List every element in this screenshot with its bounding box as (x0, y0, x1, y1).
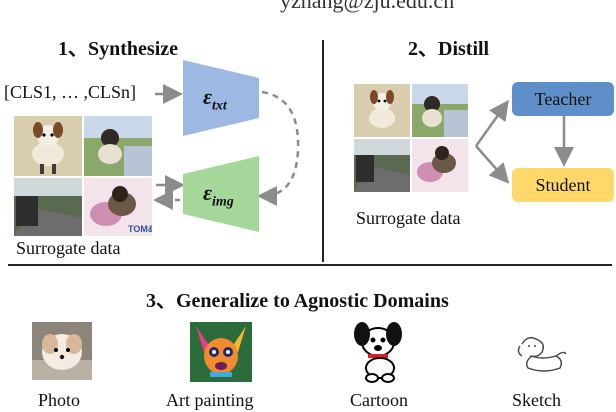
distill-title: 2、Distill (408, 38, 490, 60)
surrogate-image-dog-poster: TOM&D (84, 178, 152, 236)
vertical-divider (322, 40, 324, 262)
student-model-box: Student (512, 168, 614, 202)
surrogate-image-dog-park (84, 116, 152, 176)
horizontal-divider (8, 264, 612, 266)
surrogate-image-road (14, 178, 82, 236)
surrogate-data-caption-left: Surrogate data (16, 238, 121, 258)
generalize-title: 3、Generalize to Agnostic Domains (146, 290, 449, 312)
class-list-input-label: [CLS1, … ,CLSn] (4, 82, 137, 102)
domain-label-art-painting: Art painting (166, 390, 254, 410)
domain-label-photo: Photo (38, 390, 81, 410)
domain-label-cartoon: Cartoon (350, 390, 408, 410)
text-encoder-label: εtxt (203, 84, 227, 114)
image-encoder-label: εimg (203, 180, 234, 210)
surrogate-image-road (354, 139, 410, 192)
svg-text:TOM&D: TOM&D (128, 224, 152, 234)
header-email: yzhang@zju.edu.cn (280, 0, 455, 13)
image-encoder-block: εimg (183, 156, 259, 232)
text-encoder-block: εtxt (183, 60, 259, 136)
teacher-model-box: Teacher (512, 82, 614, 116)
surrogate-data-caption-right: Surrogate data (356, 208, 461, 228)
synthesize-title: 1、Synthesize (58, 38, 178, 60)
surrogate-image-dog-park (412, 84, 468, 137)
surrogate-collage-right (354, 84, 468, 192)
domain-image-cartoon (342, 320, 416, 384)
domain-image-photo (32, 322, 92, 380)
domain-label-sketch: Sketch (512, 390, 561, 410)
surrogate-collage-left: TOM&D (14, 116, 152, 236)
domain-image-sketch (512, 330, 568, 376)
surrogate-image-dog-poster (412, 139, 468, 192)
surrogate-image-dog-cartoon (354, 84, 410, 137)
domain-image-art-painting (190, 322, 252, 382)
surrogate-image-dog-cartoon (14, 116, 82, 176)
